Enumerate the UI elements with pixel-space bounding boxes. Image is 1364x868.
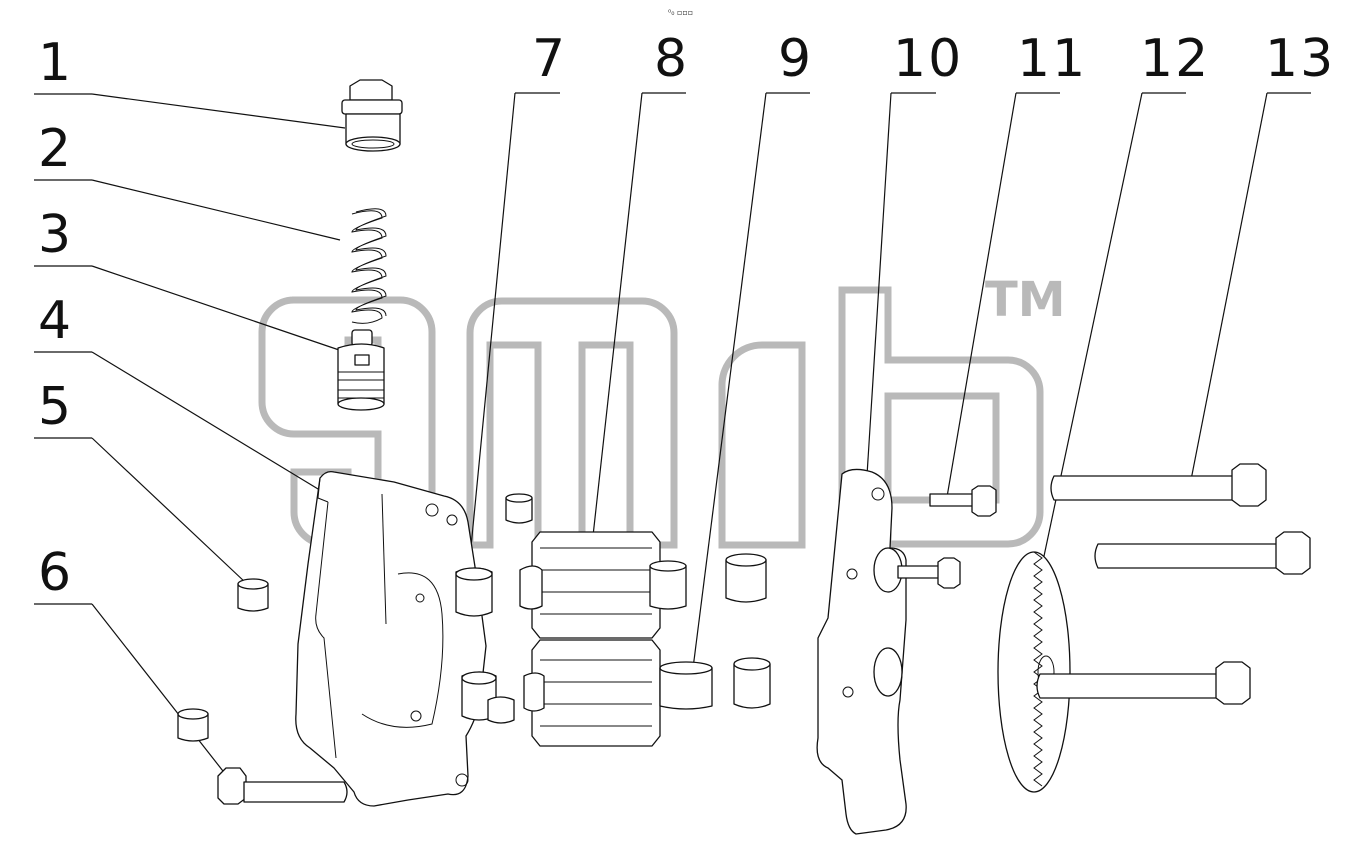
callout-number-3: 3 — [38, 205, 73, 265]
part-spring — [351, 208, 387, 324]
part-long-bolt — [1036, 463, 1311, 705]
callout-number-12: 12 — [1140, 29, 1210, 89]
callout-number-13: 13 — [1265, 29, 1335, 89]
callout-number-2: 2 — [38, 119, 73, 179]
callout-number-8: 8 — [654, 29, 689, 89]
callout-number-10: 10 — [893, 29, 963, 89]
callout-number-6: 6 — [38, 543, 73, 603]
callout-number-9: 9 — [778, 29, 813, 89]
part-dowel-sleeve — [177, 493, 533, 742]
callout-number-7: 7 — [532, 29, 567, 89]
part-driven-gear — [523, 639, 713, 747]
part-bushing — [725, 553, 771, 709]
watermark-trademark: TM — [985, 272, 1066, 328]
callout-number-11: 11 — [1017, 29, 1087, 89]
part-drive-gear — [519, 531, 687, 639]
callout-number-1: 1 — [38, 33, 73, 93]
part-sprocket — [997, 551, 1071, 793]
callout-group: 1 2 3 4 5 6 7 8 9 10 11 12 13 — [34, 29, 1335, 605]
part-short-bolt — [897, 485, 997, 589]
part-housing-bolt — [217, 767, 348, 805]
leader-lines — [91, 92, 1268, 781]
part-pump-housing — [295, 470, 497, 807]
header-mark: ⁰₀ ▫▫▫ — [668, 8, 693, 17]
part-cover-plate — [816, 468, 907, 835]
callout-number-5: 5 — [38, 377, 73, 437]
part-plug — [341, 79, 403, 152]
part-valve — [337, 329, 385, 411]
callout-number-4: 4 — [38, 291, 73, 351]
